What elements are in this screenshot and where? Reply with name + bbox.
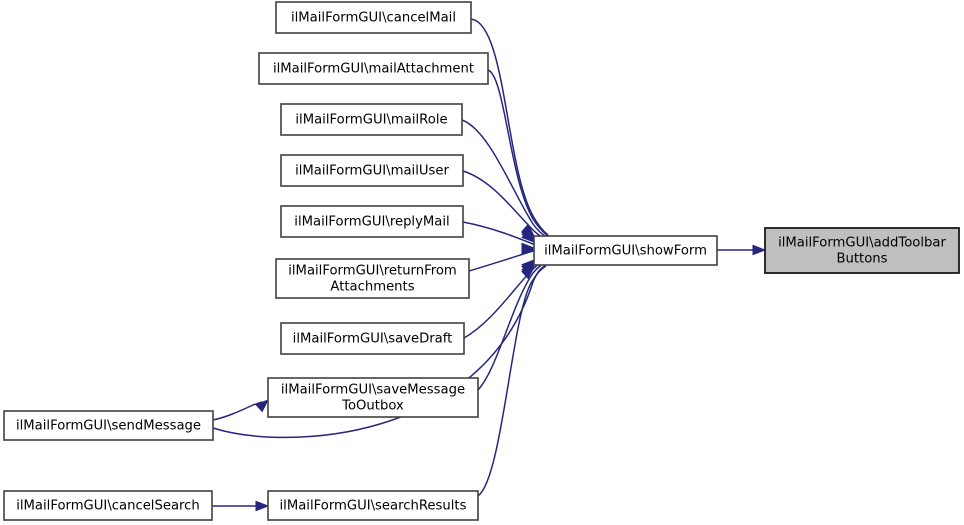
edge-searchResults-to-showForm — [477, 265, 547, 497]
node-box[interactable] — [267, 377, 479, 418]
edge-line — [487, 69, 549, 237]
node-box[interactable] — [3, 490, 213, 521]
edge-line — [477, 265, 547, 497]
edge-cancelMail-to-showForm — [470, 18, 549, 237]
node-label: Buttons — [836, 252, 887, 267]
node-label: ilMailFormGUI\returnFrom — [288, 264, 457, 279]
node-label: ilMailFormGUI\mailRole — [295, 113, 447, 128]
node-label: ilMailFormGUI\mailUser — [295, 164, 449, 179]
edge-sendMessage-to-saveMessageToOutbox — [212, 399, 270, 421]
node-showForm[interactable]: ilMailFormGUI\showForm — [533, 235, 718, 266]
node-cancelMail[interactable]: ilMailFormGUI\cancelMail — [275, 1, 472, 34]
node-label: ilMailFormGUI\mailAttachment — [273, 62, 474, 77]
node-label: ilMailFormGUI\saveMessage — [281, 383, 465, 398]
node-mailAttachment[interactable]: ilMailFormGUI\mailAttachment — [258, 52, 489, 85]
node-cancelSearch[interactable]: ilMailFormGUI\cancelSearch — [3, 490, 213, 521]
node-searchResults[interactable]: ilMailFormGUI\searchResults — [267, 490, 479, 521]
node-box[interactable] — [764, 227, 960, 274]
node-label: ilMailFormGUI\cancelSearch — [16, 499, 200, 514]
node-label: ilMailFormGUI\addToolbar — [778, 236, 946, 251]
edge-line — [470, 18, 549, 236]
node-box[interactable] — [275, 1, 472, 34]
node-label: Attachments — [330, 280, 414, 295]
edge-mailAttachment-to-showForm — [487, 69, 549, 238]
node-box[interactable] — [280, 205, 464, 238]
node-label: ilMailFormGUI\sendMessage — [16, 419, 201, 434]
arrowhead-icon — [255, 399, 270, 413]
arrowhead-icon — [255, 500, 270, 512]
nodes-layer: ilMailFormGUI\cancelMail ilMailFormGUI\ma… — [3, 1, 960, 521]
node-saveDraft[interactable]: ilMailFormGUI\saveDraft — [280, 322, 465, 355]
node-label: ilMailFormGUI\cancelMail — [291, 11, 456, 26]
node-box[interactable] — [280, 322, 465, 355]
arrowhead-icon — [752, 244, 767, 256]
node-label: ToOutbox — [341, 399, 404, 414]
node-box[interactable] — [533, 235, 718, 266]
edge-cancelSearch-to-searchResults — [212, 500, 270, 512]
edge-line — [212, 401, 263, 421]
node-box[interactable] — [280, 103, 463, 136]
node-label: ilMailFormGUI\searchResults — [280, 499, 467, 514]
node-mailUser[interactable]: ilMailFormGUI\mailUser — [280, 154, 464, 187]
node-sendMessage[interactable]: ilMailFormGUI\sendMessage — [3, 410, 214, 441]
edge-line — [461, 119, 549, 239]
node-box[interactable] — [3, 410, 214, 441]
edge-showForm-to-addToolbarButtons — [717, 244, 767, 256]
arrowhead-icon — [521, 266, 536, 280]
node-label: ilMailFormGUI\saveDraft — [293, 332, 453, 347]
node-box[interactable] — [267, 490, 479, 521]
edge-mailUser-to-showForm — [462, 170, 549, 243]
edge-line — [462, 170, 549, 242]
node-box[interactable] — [280, 154, 464, 187]
node-label: ilMailFormGUI\replyMail — [294, 215, 449, 230]
node-replyMail[interactable]: ilMailFormGUI\replyMail — [280, 205, 464, 238]
node-box[interactable] — [258, 52, 489, 85]
node-mailRole[interactable]: ilMailFormGUI\mailRole — [280, 103, 463, 136]
arrowhead-icon — [521, 244, 536, 256]
node-label: ilMailFormGUI\showForm — [544, 244, 707, 259]
arrowhead-icon — [521, 229, 536, 243]
node-box[interactable] — [275, 258, 470, 299]
